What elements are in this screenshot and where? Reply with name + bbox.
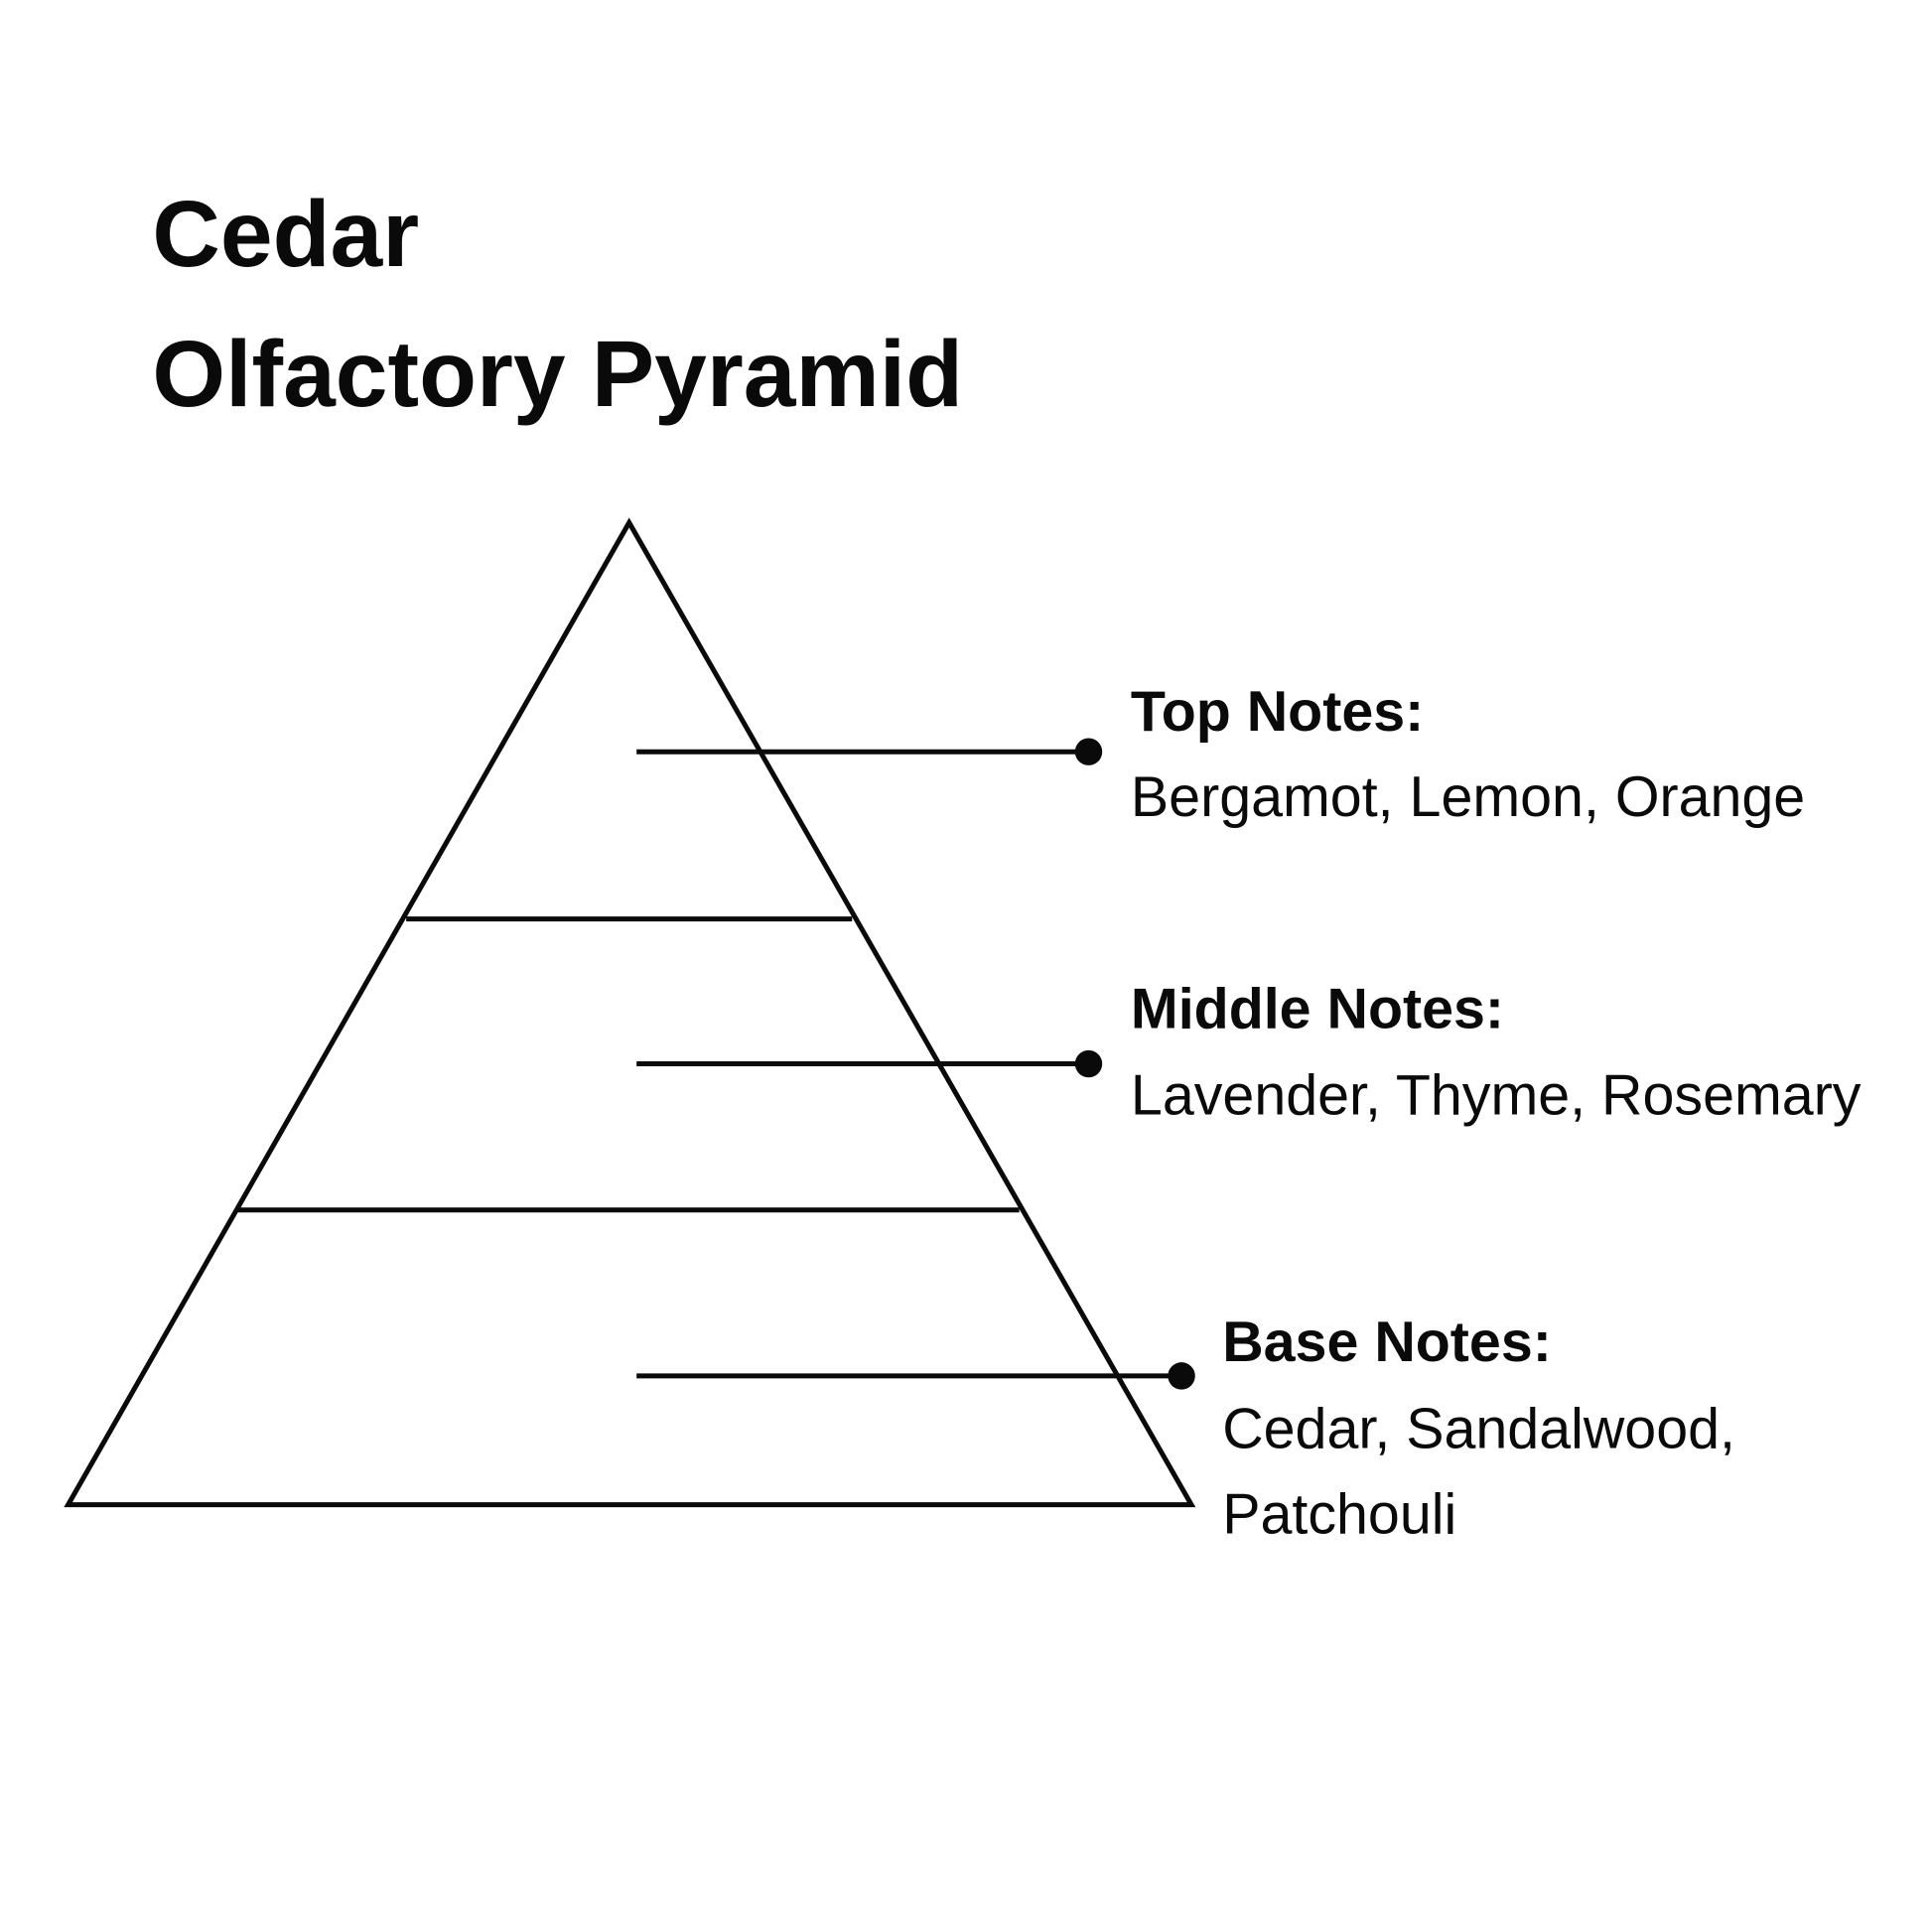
- top-notes-dot: [1074, 738, 1103, 765]
- base-notes-list-line-2: Patchouli: [1222, 1482, 1456, 1546]
- middle-notes-callout: Middle Notes: Lavender, Thyme, Rosemary: [636, 977, 1862, 1128]
- title-line-1: Cedar: [152, 182, 419, 287]
- top-notes-label: Top Notes:: [1131, 680, 1424, 744]
- title-line-2: Olfactory Pyramid: [152, 322, 963, 427]
- middle-notes-list: Lavender, Thyme, Rosemary: [1131, 1064, 1862, 1128]
- base-notes-dot: [1168, 1362, 1195, 1390]
- base-notes-label: Base Notes:: [1222, 1311, 1552, 1374]
- middle-notes-label: Middle Notes:: [1131, 977, 1504, 1040]
- middle-notes-dot: [1074, 1049, 1103, 1078]
- base-notes-callout: Base Notes: Cedar, Sandalwood, Patchouli: [636, 1311, 1735, 1546]
- pyramid-outline: [64, 517, 1196, 1508]
- top-notes-list: Bergamot, Lemon, Orange: [1131, 765, 1805, 829]
- base-notes-list-line-1: Cedar, Sandalwood,: [1222, 1397, 1735, 1460]
- top-notes-callout: Top Notes: Bergamot, Lemon, Orange: [636, 680, 1805, 829]
